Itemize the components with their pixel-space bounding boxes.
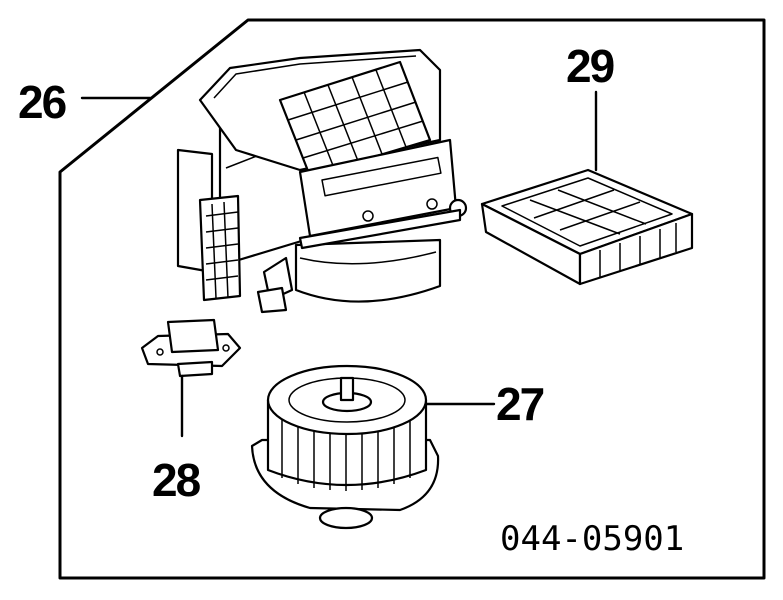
assembly-frame [58,18,766,580]
callout-26: 26 [18,76,66,128]
blower-unit-housing [176,48,468,314]
callout-29: 29 [566,40,614,92]
callout-28: 28 [152,454,201,506]
diagram-code: 044-05901 [500,519,684,559]
cabin-filter [480,168,694,286]
blower-resistor [140,318,242,378]
blower-motor [250,364,440,530]
callout-27: 27 [496,378,544,430]
